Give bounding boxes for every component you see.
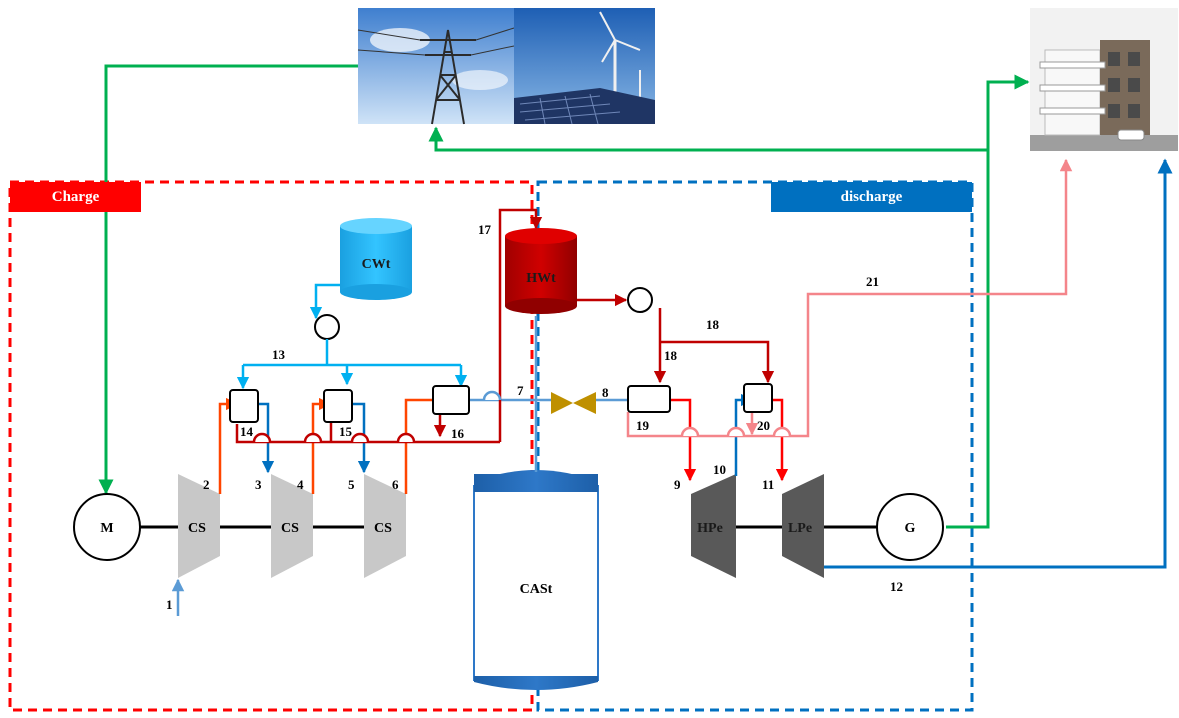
stream-4: 4 bbox=[297, 477, 304, 492]
hp-expander: HPe bbox=[691, 474, 736, 578]
generator-label: G bbox=[905, 521, 916, 536]
air-storage-tank: CASt bbox=[473, 470, 599, 690]
air-crossover-bump bbox=[482, 390, 502, 401]
stream-2: 2 bbox=[203, 477, 210, 492]
stream-12: 12 bbox=[890, 579, 903, 594]
intercooler-2 bbox=[323, 389, 353, 423]
hot-water-pump bbox=[627, 287, 653, 313]
compressor-2: CS bbox=[271, 474, 313, 578]
lp-expander: LPe bbox=[782, 474, 824, 578]
heat-exchangers bbox=[229, 383, 773, 423]
cold-water-tank: CWt bbox=[340, 218, 412, 300]
motor: M bbox=[73, 493, 141, 561]
compressor-2-label: CS bbox=[281, 521, 299, 536]
crossover-bumps-discharge bbox=[680, 426, 792, 437]
power-grid-image bbox=[357, 8, 515, 125]
hot-water-tank-label: HWt bbox=[526, 271, 556, 286]
electricity-lines bbox=[98, 64, 1030, 529]
discharge-section-border bbox=[536, 180, 974, 712]
stream-7: 7 bbox=[517, 383, 524, 398]
aftercooler bbox=[432, 385, 470, 415]
stream-9: 9 bbox=[674, 477, 681, 492]
building-image bbox=[1030, 8, 1178, 151]
cold-water-pump bbox=[314, 314, 340, 340]
stream-10: 10 bbox=[713, 462, 726, 477]
stream-19: 19 bbox=[636, 418, 650, 433]
warm-water-lines bbox=[626, 158, 1073, 438]
air-lines bbox=[171, 158, 1173, 616]
stream-18-upper: 18 bbox=[706, 317, 720, 332]
stream-1: 1 bbox=[166, 597, 173, 612]
stream-labels: 1 2 3 4 5 6 7 8 9 10 11 12 13 14 15 16 1… bbox=[166, 222, 903, 612]
cold-water-lines bbox=[236, 283, 468, 390]
stream-3: 3 bbox=[255, 477, 262, 492]
discharge-section-label: discharge bbox=[771, 182, 972, 212]
heater-1 bbox=[627, 385, 671, 413]
stream-17: 17 bbox=[478, 222, 492, 237]
stream-20: 20 bbox=[757, 418, 770, 433]
stream-15: 15 bbox=[339, 424, 353, 439]
charge-section-border bbox=[8, 180, 534, 712]
stream-5: 5 bbox=[348, 477, 355, 492]
compressor-1: CS bbox=[178, 474, 220, 578]
stream-16: 16 bbox=[451, 426, 465, 441]
stream-6: 6 bbox=[392, 477, 399, 492]
charge-section-label: Charge bbox=[10, 182, 141, 212]
intercooler-1 bbox=[229, 389, 259, 423]
generator: G bbox=[876, 493, 944, 561]
wind-solar-image bbox=[514, 8, 655, 125]
compressor-3-label: CS bbox=[374, 521, 392, 536]
air-storage-label: CASt bbox=[520, 582, 553, 597]
stream-18-lower: 18 bbox=[664, 348, 678, 363]
hot-water-tank: HWt bbox=[505, 228, 577, 314]
cold-water-tank-label: CWt bbox=[362, 257, 391, 272]
stream-11: 11 bbox=[762, 477, 774, 492]
stream-13: 13 bbox=[272, 347, 286, 362]
compressor-1-label: CS bbox=[188, 521, 206, 536]
stream-8: 8 bbox=[602, 385, 609, 400]
hp-expander-label: HPe bbox=[697, 521, 723, 536]
lp-expander-label: LPe bbox=[788, 521, 812, 536]
compressor-3: CS bbox=[364, 474, 406, 578]
stream-21: 21 bbox=[866, 274, 879, 289]
throttle-valve bbox=[551, 392, 596, 414]
crossover-bumps-charge bbox=[252, 432, 416, 443]
stream-14: 14 bbox=[240, 424, 254, 439]
heater-2 bbox=[743, 383, 773, 413]
motor-label: M bbox=[100, 521, 113, 536]
